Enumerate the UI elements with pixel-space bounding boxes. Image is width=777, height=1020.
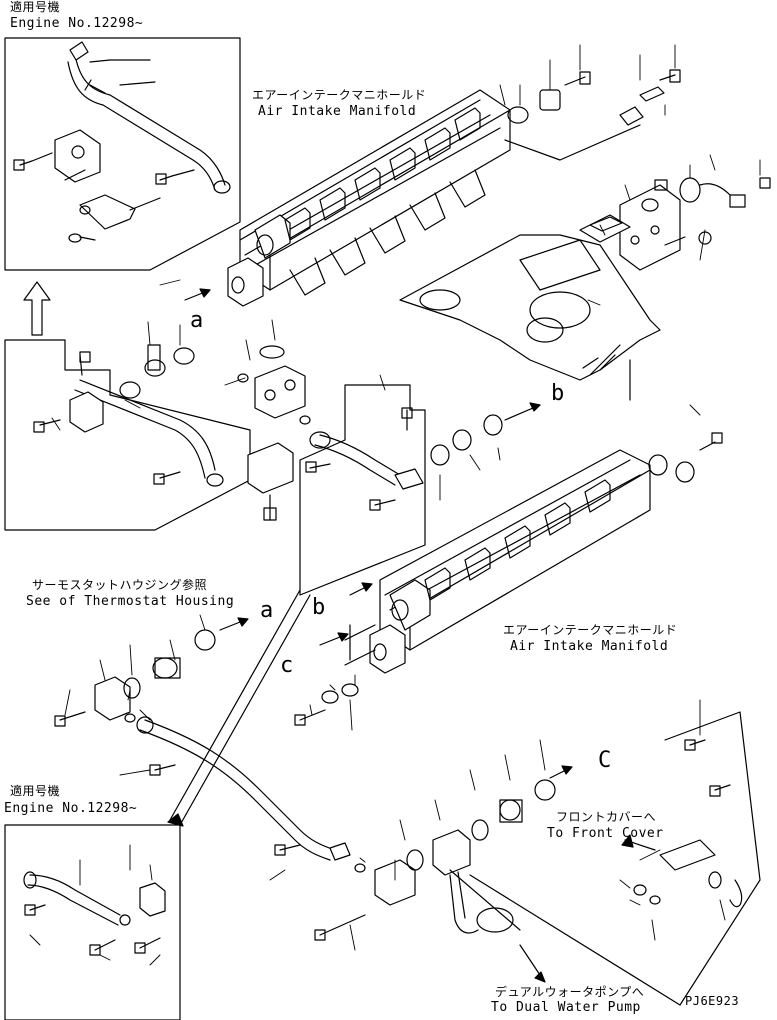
- inset-frame-left: [4, 339, 251, 531]
- lower-manifold-drawing: [369, 449, 651, 674]
- upper-manifold-label-en: Air Intake Manifold: [258, 104, 417, 119]
- lower-manifold-label-en: Air Intake Manifold: [510, 639, 669, 654]
- inset-frame-right: [469, 711, 761, 1006]
- marker-a-upper: a: [190, 308, 204, 333]
- engine-block: [399, 234, 661, 381]
- inset-frame-middle: [299, 384, 426, 596]
- inset-frame-bottom: [4, 824, 181, 1020]
- marker-c-lower: c: [280, 653, 294, 678]
- upper-manifold-label-jp: エアーインテークマニホールド: [252, 88, 427, 102]
- lower-manifold-label-jp: エアーインテークマニホールド: [503, 623, 678, 637]
- inset-bottom-label-en: Engine No.12298~: [4, 801, 138, 816]
- marker-a-lower: a: [260, 598, 274, 623]
- front-cover-label-en: To Front Cover: [547, 826, 664, 841]
- marker-b-lower: b: [312, 595, 326, 620]
- inset-top-label-jp: 適用号機: [10, 0, 61, 14]
- marker-b-upper: b: [551, 381, 565, 406]
- water-pump-label-jp: デュアルウォータポンプへ: [495, 985, 645, 999]
- diagonal-guide: [169, 589, 311, 826]
- front-cover-label-jp: フロントカバーへ: [556, 810, 657, 824]
- inset-top-label-en: Engine No.12298~: [10, 16, 144, 31]
- upper-manifold-drawing: [227, 89, 511, 307]
- front-plate: [619, 184, 681, 271]
- up-arrow: [23, 281, 51, 336]
- thermostat-label-jp: サーモスタットハウジング参照: [32, 578, 208, 592]
- marker-c-upper: C: [598, 748, 612, 773]
- inset-bottom-label-jp: 適用号機: [10, 784, 61, 798]
- inset-frame-top: [4, 37, 241, 271]
- thermostat-label-en: See of Thermostat Housing: [26, 594, 235, 609]
- water-pump-label-en: To Dual Water Pump: [491, 1000, 641, 1015]
- figure-code: PJ6E923: [685, 994, 740, 1008]
